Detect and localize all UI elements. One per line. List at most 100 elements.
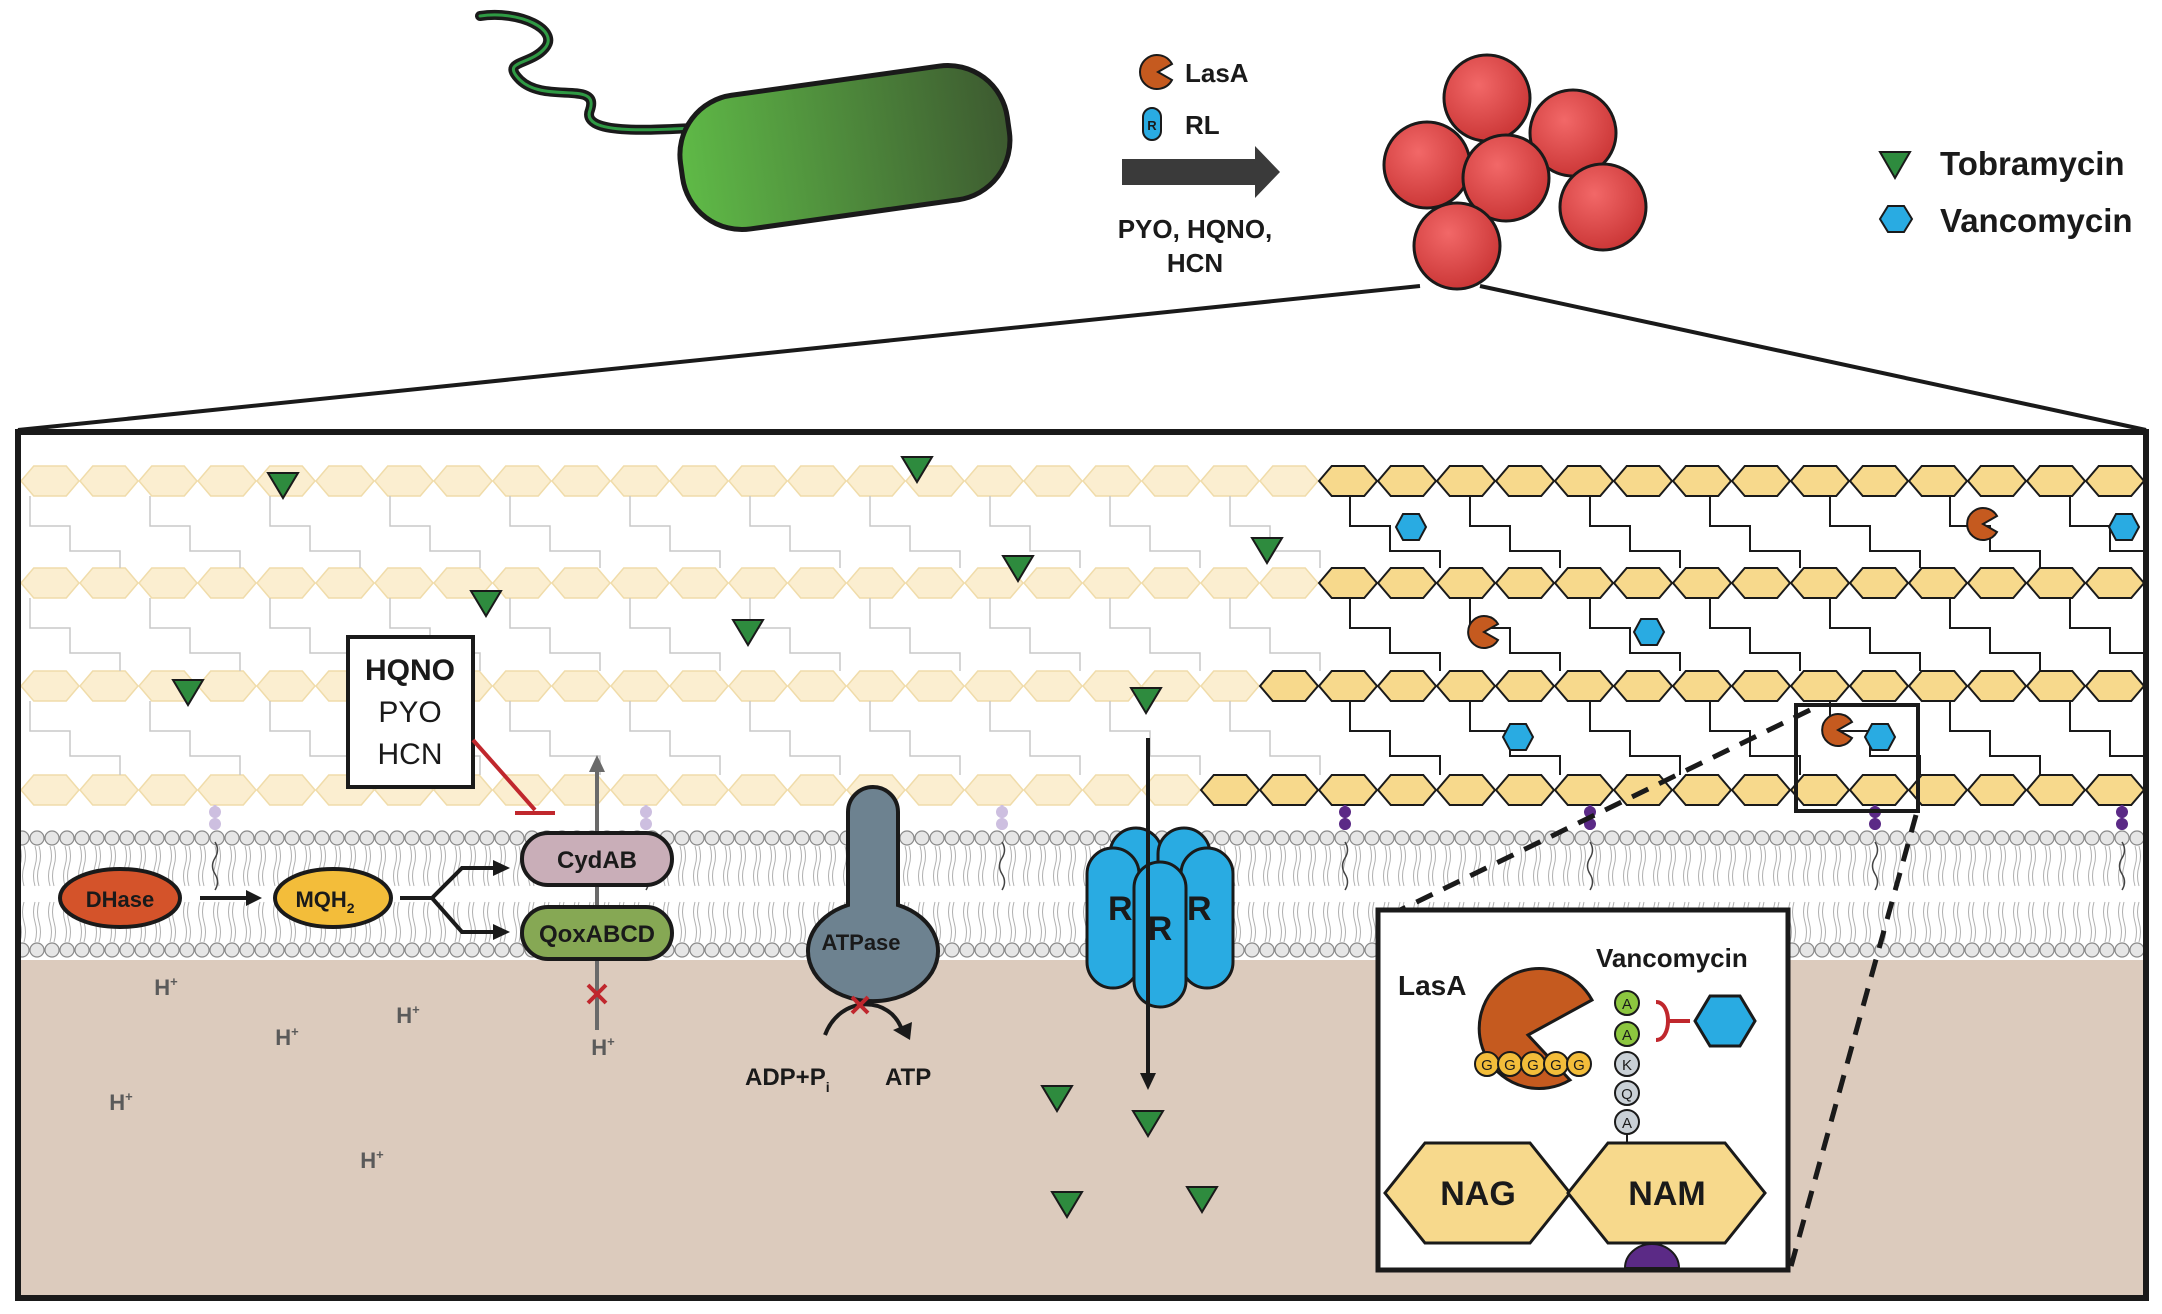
lipid-head	[1859, 830, 1875, 846]
pseudomonas-cell-icon	[475, 9, 1013, 233]
lipid-tail-bottom	[48, 901, 56, 943]
glycan-hexagon	[315, 567, 375, 599]
proton-label: H+	[360, 1147, 384, 1173]
lipid-tail-top	[513, 845, 521, 887]
lipid-tail-bottom	[753, 901, 761, 943]
glycan-hexagon	[787, 670, 847, 702]
glycan-hexagon	[728, 670, 788, 702]
lipid-head	[1799, 830, 1815, 846]
lipid-head	[344, 942, 360, 958]
proton-label: H+	[275, 1024, 299, 1050]
vancomycin-hexagon-icon	[1394, 513, 1428, 541]
vancomycin-binding-bracket	[1655, 1000, 1690, 1042]
glycine-letter: G	[1504, 1057, 1516, 1074]
lipid-head	[359, 830, 375, 846]
lipid-tail-top	[1608, 845, 1616, 887]
lipid-head	[734, 830, 750, 846]
lipid-tail-bottom	[243, 901, 251, 943]
peptide-crosslink	[2069, 701, 2146, 757]
lipid-tail-bottom	[1023, 901, 1031, 943]
lipid-head	[1034, 830, 1050, 846]
lipid-tail-top	[1788, 845, 1796, 887]
lipid-head	[914, 830, 930, 846]
lipid-head	[1004, 830, 1020, 846]
glycan-hexagon	[905, 670, 965, 702]
peptidoglycan-layer	[20, 465, 2146, 806]
panel-border	[15, 429, 2149, 1301]
glycan-hexagon	[197, 567, 257, 599]
glycan-hexagon	[787, 774, 847, 806]
lipid-head	[1844, 942, 1860, 958]
lipid-head	[1274, 830, 1290, 846]
lipid-head	[959, 830, 975, 846]
tobramycin-triangle-icon	[1050, 1191, 1084, 1219]
lipid-head	[269, 942, 285, 958]
lipid-head	[1304, 830, 1320, 846]
stem-letter: A	[1622, 1115, 1632, 1132]
lipid-head	[1904, 942, 1920, 958]
peptide-crosslink	[749, 701, 841, 775]
glycan-hexagon	[1435, 670, 1497, 702]
lipid-head	[674, 942, 690, 958]
lipid-tail-top	[1818, 845, 1826, 887]
glycan-hexagon	[79, 465, 139, 497]
lipid-head	[209, 942, 225, 958]
lipid-head	[1349, 830, 1365, 846]
glycan-hexagon	[669, 465, 729, 497]
blocked-x-icon	[586, 983, 608, 1005]
atp-blocked-x-icon	[850, 995, 870, 1015]
glycan-hexagon	[79, 670, 139, 702]
glycan-hexagon	[728, 567, 788, 599]
peptide-crosslink	[1829, 496, 1921, 568]
glycan-hexagon	[1553, 567, 1615, 599]
glycan-hexagon	[138, 567, 198, 599]
glycan-hexagon	[2084, 567, 2146, 599]
anchor-lipid-tail	[2118, 841, 2126, 891]
lipid-tail-bottom	[258, 901, 266, 943]
lipid-tail-bottom	[393, 901, 401, 943]
lipid-head	[2054, 830, 2070, 846]
adp-label: ADP+Pi	[745, 1064, 830, 1095]
glycan-hexagon	[492, 567, 552, 599]
lipid-tail-bottom	[2103, 901, 2111, 943]
lipid-tail-top	[438, 845, 446, 887]
lipid-head	[299, 942, 315, 958]
glycan-hexagon	[1730, 670, 1792, 702]
glycan-hexagon	[2025, 670, 2087, 702]
lipid-head	[89, 942, 105, 958]
glycan-hexagon	[2084, 670, 2146, 702]
peptide-crosslink	[509, 598, 601, 671]
stem-residue	[1614, 990, 1640, 1016]
lipid-head	[1784, 830, 1800, 846]
lipid-tail-bottom	[423, 901, 431, 943]
glycine-letter: G	[1550, 1057, 1562, 1074]
inhibitor-pyo: PYO	[378, 696, 441, 729]
lipid-head	[164, 830, 180, 846]
glycan-hexagon	[964, 774, 1024, 806]
lipid-head	[719, 942, 735, 958]
proton-plus: +	[412, 1002, 420, 1017]
glycan-hexagon	[610, 670, 670, 702]
stem-letter: K	[1622, 1057, 1632, 1074]
lipid-head	[1844, 830, 1860, 846]
lipid-tail-top	[693, 845, 701, 887]
proton-h: H	[360, 1148, 376, 1173]
lipid-head	[1484, 830, 1500, 846]
lipid-tail-bottom	[1998, 901, 2006, 943]
lipid-tail-top	[918, 845, 926, 887]
lipid-head	[1814, 830, 1830, 846]
lipid-head	[1664, 830, 1680, 846]
lipid-tail-bottom	[1053, 901, 1061, 943]
glycan-hexagon	[2025, 774, 2087, 806]
glycan-hexagon	[1082, 670, 1142, 702]
lipid-head	[2129, 830, 2145, 846]
glycan-hexagon	[1553, 670, 1615, 702]
lipid-head	[1949, 942, 1965, 958]
lipid-head	[419, 942, 435, 958]
inhibitor-hqno: HQNO	[365, 654, 455, 687]
glycan-hexagon	[1141, 567, 1201, 599]
lipid-head	[464, 942, 480, 958]
glycan-hexagon	[610, 465, 670, 497]
lipid-head	[1319, 830, 1335, 846]
